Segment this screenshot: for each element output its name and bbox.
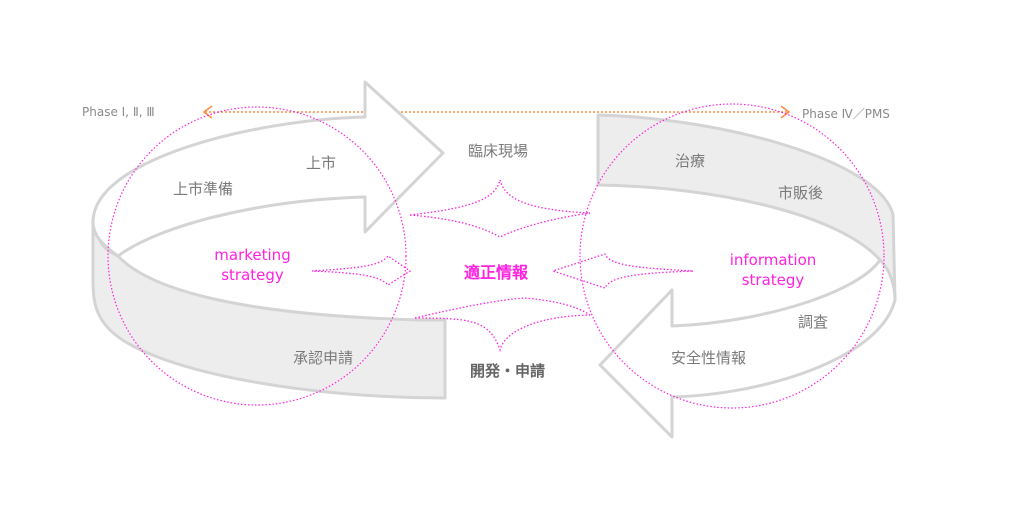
information-strategy-label: information strategy: [718, 250, 828, 290]
center-connectors: [311, 179, 694, 353]
marketing-circle: [107, 106, 407, 406]
phase-left-label: Phase Ⅰ, Ⅱ, Ⅲ: [82, 105, 155, 119]
information-line1: information: [729, 251, 817, 269]
right-cycle-arrow: [596, 113, 897, 439]
label-shihango: 市販後: [778, 184, 824, 202]
label-rinsho: 臨床現場: [468, 142, 529, 160]
left-cycle-arrow: [91, 80, 447, 400]
label-chiryo: 治療: [675, 152, 706, 170]
information-line2: strategy: [741, 271, 805, 289]
marketing-strategy-label: marketing strategy: [205, 245, 300, 285]
label-center: 適正情報: [464, 263, 529, 282]
label-jouichi-junbi: 上市準備: [173, 180, 234, 198]
label-jouichi: 上市: [306, 154, 337, 172]
label-shonin: 承認申請: [293, 349, 354, 367]
label-anzensei: 安全性情報: [671, 349, 747, 367]
label-chosa: 調査: [798, 313, 829, 331]
marketing-line1: marketing: [214, 246, 291, 264]
label-kaihatsu: 開発・申請: [470, 362, 546, 380]
phase-right-label: Phase Ⅳ／PMS: [802, 107, 890, 121]
phase-arrow: [202, 105, 791, 119]
information-circle: [579, 103, 885, 409]
marketing-line2: strategy: [221, 266, 284, 284]
